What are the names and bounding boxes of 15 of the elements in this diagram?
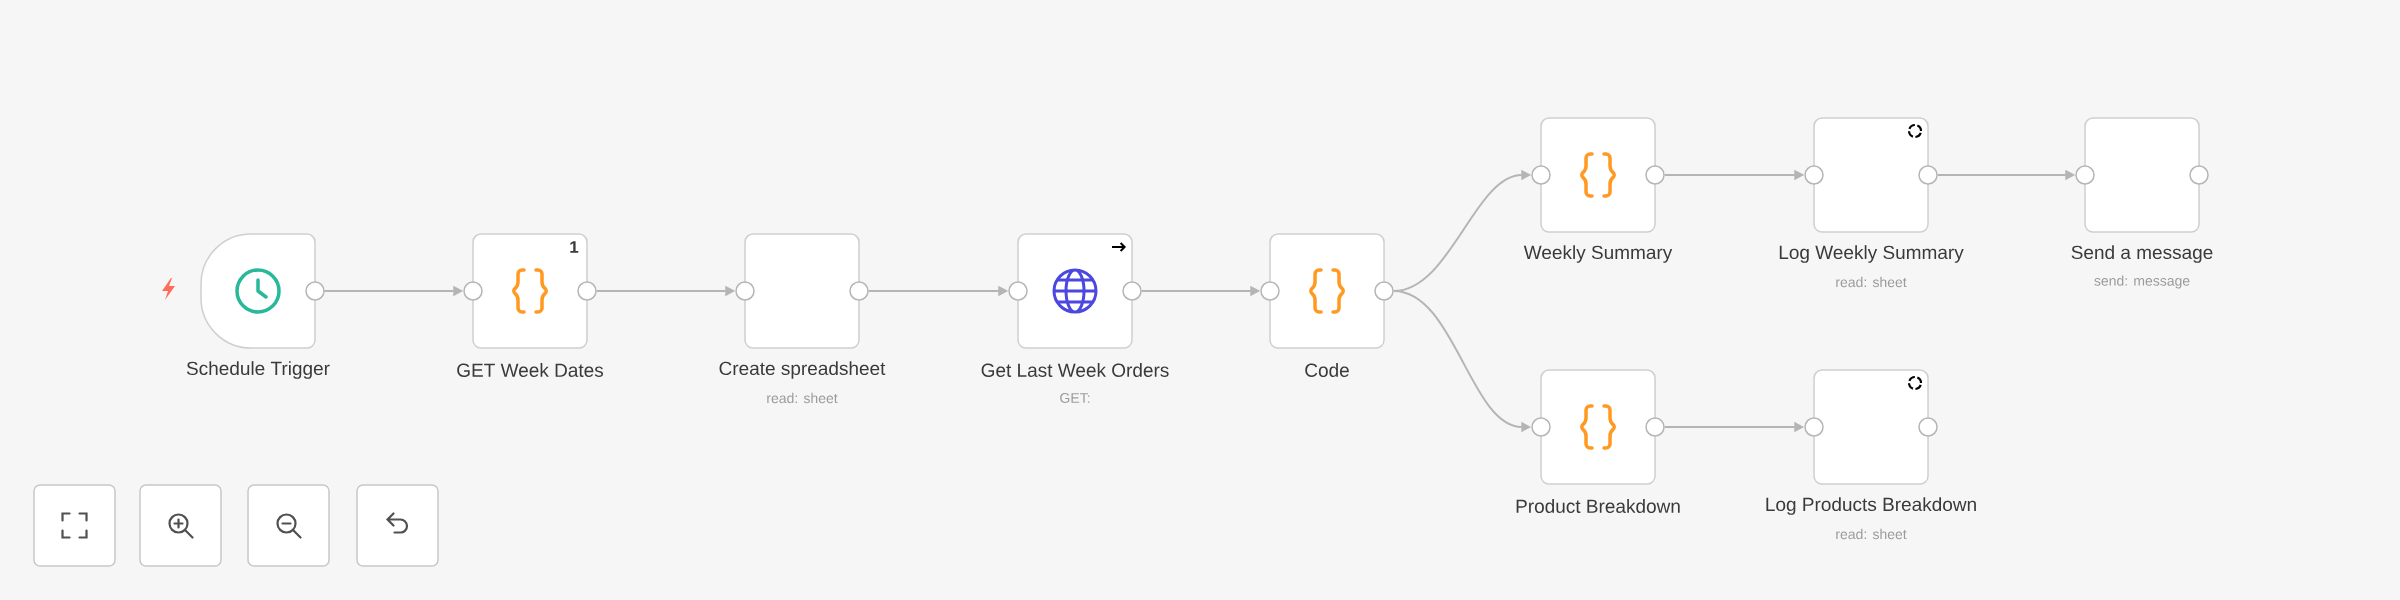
node-subtitle: read: sheet	[1836, 528, 1907, 540]
node-subtitle: send: message	[2094, 275, 2190, 289]
node-label: Get Last Week Orders	[981, 363, 1169, 377]
node-subtitle: read: sheet	[1836, 276, 1907, 288]
node-label: Send a message	[2071, 245, 2213, 263]
node-label: Log Weekly Summary	[1779, 245, 1964, 263]
node-label: Product Breakdown	[1516, 499, 1680, 513]
node-label: Log Products Breakdown	[1766, 497, 1976, 515]
node-subtitle: GET:	[1060, 393, 1090, 403]
node-label: Create spreadsheet	[719, 361, 886, 379]
node-subtitle: read: sheet	[767, 392, 838, 404]
node-label: Weekly Summary	[1523, 245, 1673, 263]
node-label: Code	[1305, 363, 1349, 377]
node-label: GET Week Dates	[457, 363, 604, 377]
node-label: Schedule Trigger	[186, 361, 330, 379]
